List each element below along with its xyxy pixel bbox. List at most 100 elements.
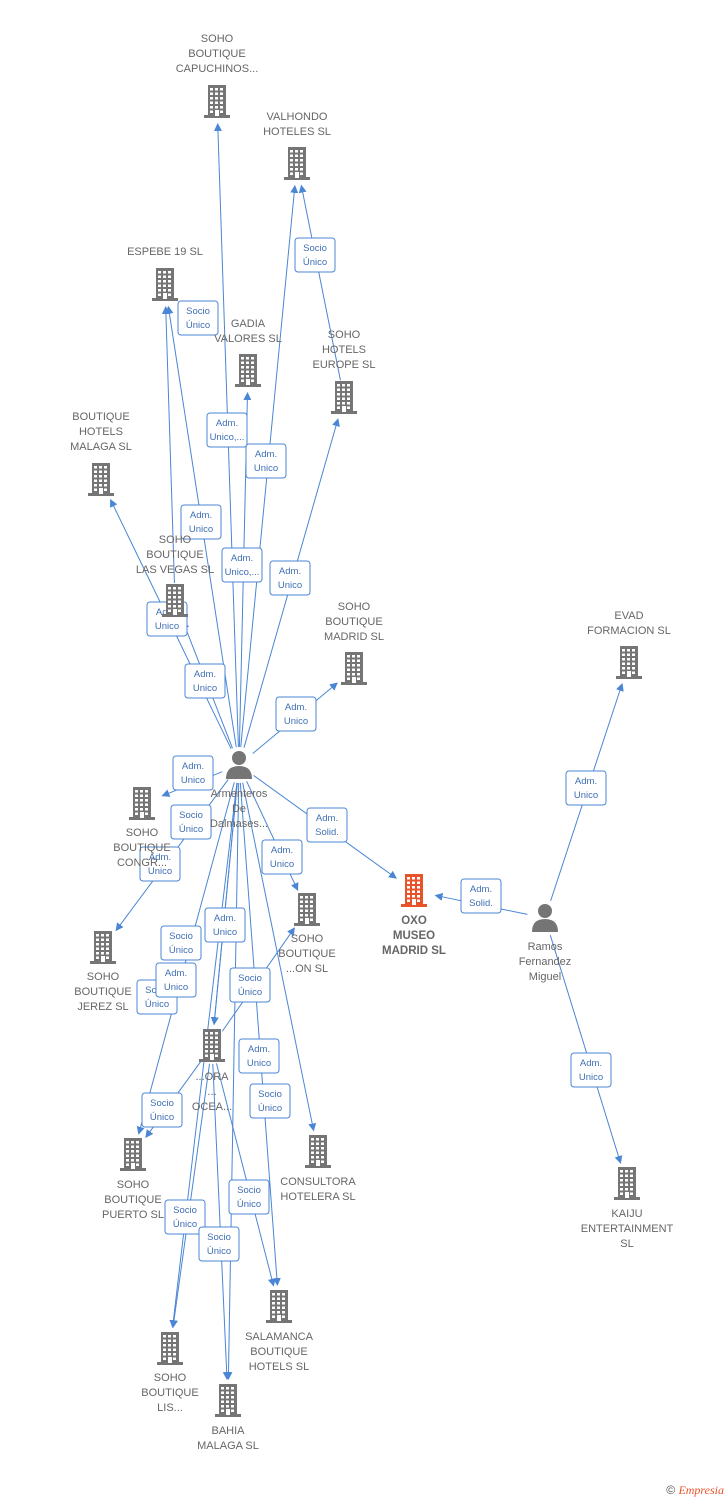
edge-label-text: Adm. [279,566,301,577]
node-label-line: SOHO [159,534,192,546]
node-label-line: BOUTIQUE [113,842,170,854]
building-window [357,655,360,658]
building-base [152,298,178,301]
building-window [625,1183,628,1186]
building-window [417,881,420,884]
edge-label-armenteros-to-lis[interactable]: Adm.Unico [172,755,214,791]
edge-label-box [221,547,263,583]
edge-label-text: Adm. [575,776,597,787]
building-window [321,1138,324,1141]
building-window [210,110,213,113]
edge-label-text: Unico,... [210,432,245,443]
edge-armenteros-to-bahia [224,782,240,1381]
building-icon [294,893,320,926]
building-window [342,397,345,400]
edge-label-armenteros-to-oxo[interactable]: Adm.Solid. [306,807,348,843]
building-window [226,1396,229,1399]
node-espebe[interactable]: ESPEBE 19 SL [127,246,203,301]
building-window [290,150,293,153]
edge-label-armenteros-to-puerto[interactable]: Adm.Unico [155,962,197,998]
building-window [215,1050,218,1053]
edge-label-armenteros-to-salamanca[interactable]: Adm.Unico [238,1038,280,1074]
building-window [311,1160,314,1163]
edge-label-armenteros-to-oceano[interactable]: Adm.Unico [204,907,246,943]
edge-label-armenteros-to-espebe[interactable]: Adm.Unico [180,504,222,540]
building-window [251,379,254,382]
building-window [632,649,635,652]
edge-label-armenteros-to-gadia[interactable]: Adm.Unico,... [221,547,263,583]
building-window [300,905,303,908]
node-armenteros[interactable]: ArmenterosDeDalmases... [210,751,268,830]
building-door [173,609,177,615]
edge-lasvegas-to-espebe [161,305,175,584]
building-base [215,1414,241,1417]
building-window [145,803,148,806]
building-window [311,1151,314,1154]
building-window [627,649,630,652]
building-window [630,1188,633,1191]
edge-label-ramos-to-evad[interactable]: Adm.Unico [565,770,607,806]
building-window [99,484,102,487]
building-window [337,384,340,387]
edge-label-armenteros-to-capuchinos[interactable]: Adm.Unico,... [206,412,248,448]
node-label-line: VALHONDO [267,111,328,123]
node-lis[interactable]: SOHOBOUTIQUELIS... [141,1332,199,1414]
edge-label-armenteros-to-valhondo[interactable]: Adm.Unico [245,443,287,479]
edge-label-ramos-to-oxo[interactable]: Adm.Solid. [460,878,502,914]
edge-label-box [177,300,219,336]
node-label-line: Fernandez [519,956,572,968]
building-window [310,914,313,917]
building-window [627,658,630,661]
building-window [282,1311,285,1314]
edge-armenteros-to-oceano [210,782,238,1026]
node-capuchinos[interactable]: SOHOBOUTIQUECAPUCHINOS... [176,33,259,118]
building-icon [305,1135,331,1168]
building-window [131,1145,134,1148]
node-label-line: SOHO [291,933,324,945]
edge-label-armenteros-to-lasvegas[interactable]: Adm.Unico [184,663,226,699]
node-oceano[interactable]: ...ORA...OCEA... [192,1029,232,1113]
building-window [622,662,625,665]
building-window [347,402,350,405]
building-window [347,393,350,396]
edge-label-armenteros-to-europe[interactable]: Adm.Unico [269,560,311,596]
building-window [417,877,420,880]
edge-label-box [294,237,336,273]
building-window [246,361,249,364]
footer-brand[interactable]: © Empresia [666,1483,724,1498]
edge-label-armenteros-to-sbon[interactable]: Adm.Unico [261,839,303,875]
edge-label-text: Adm. [580,1058,602,1069]
edge-label-armenteros-to-congr[interactable]: Adm.Unico [139,846,181,882]
edge-label-ramos-to-kaiju[interactable]: Adm.Unico [570,1052,612,1088]
edge-label-armenteros-to-sbmadrid[interactable]: Adm.Unico [275,696,317,732]
node-congr[interactable]: SOHOBOUTIQUECONGR... [113,787,171,869]
building-window [417,899,420,902]
